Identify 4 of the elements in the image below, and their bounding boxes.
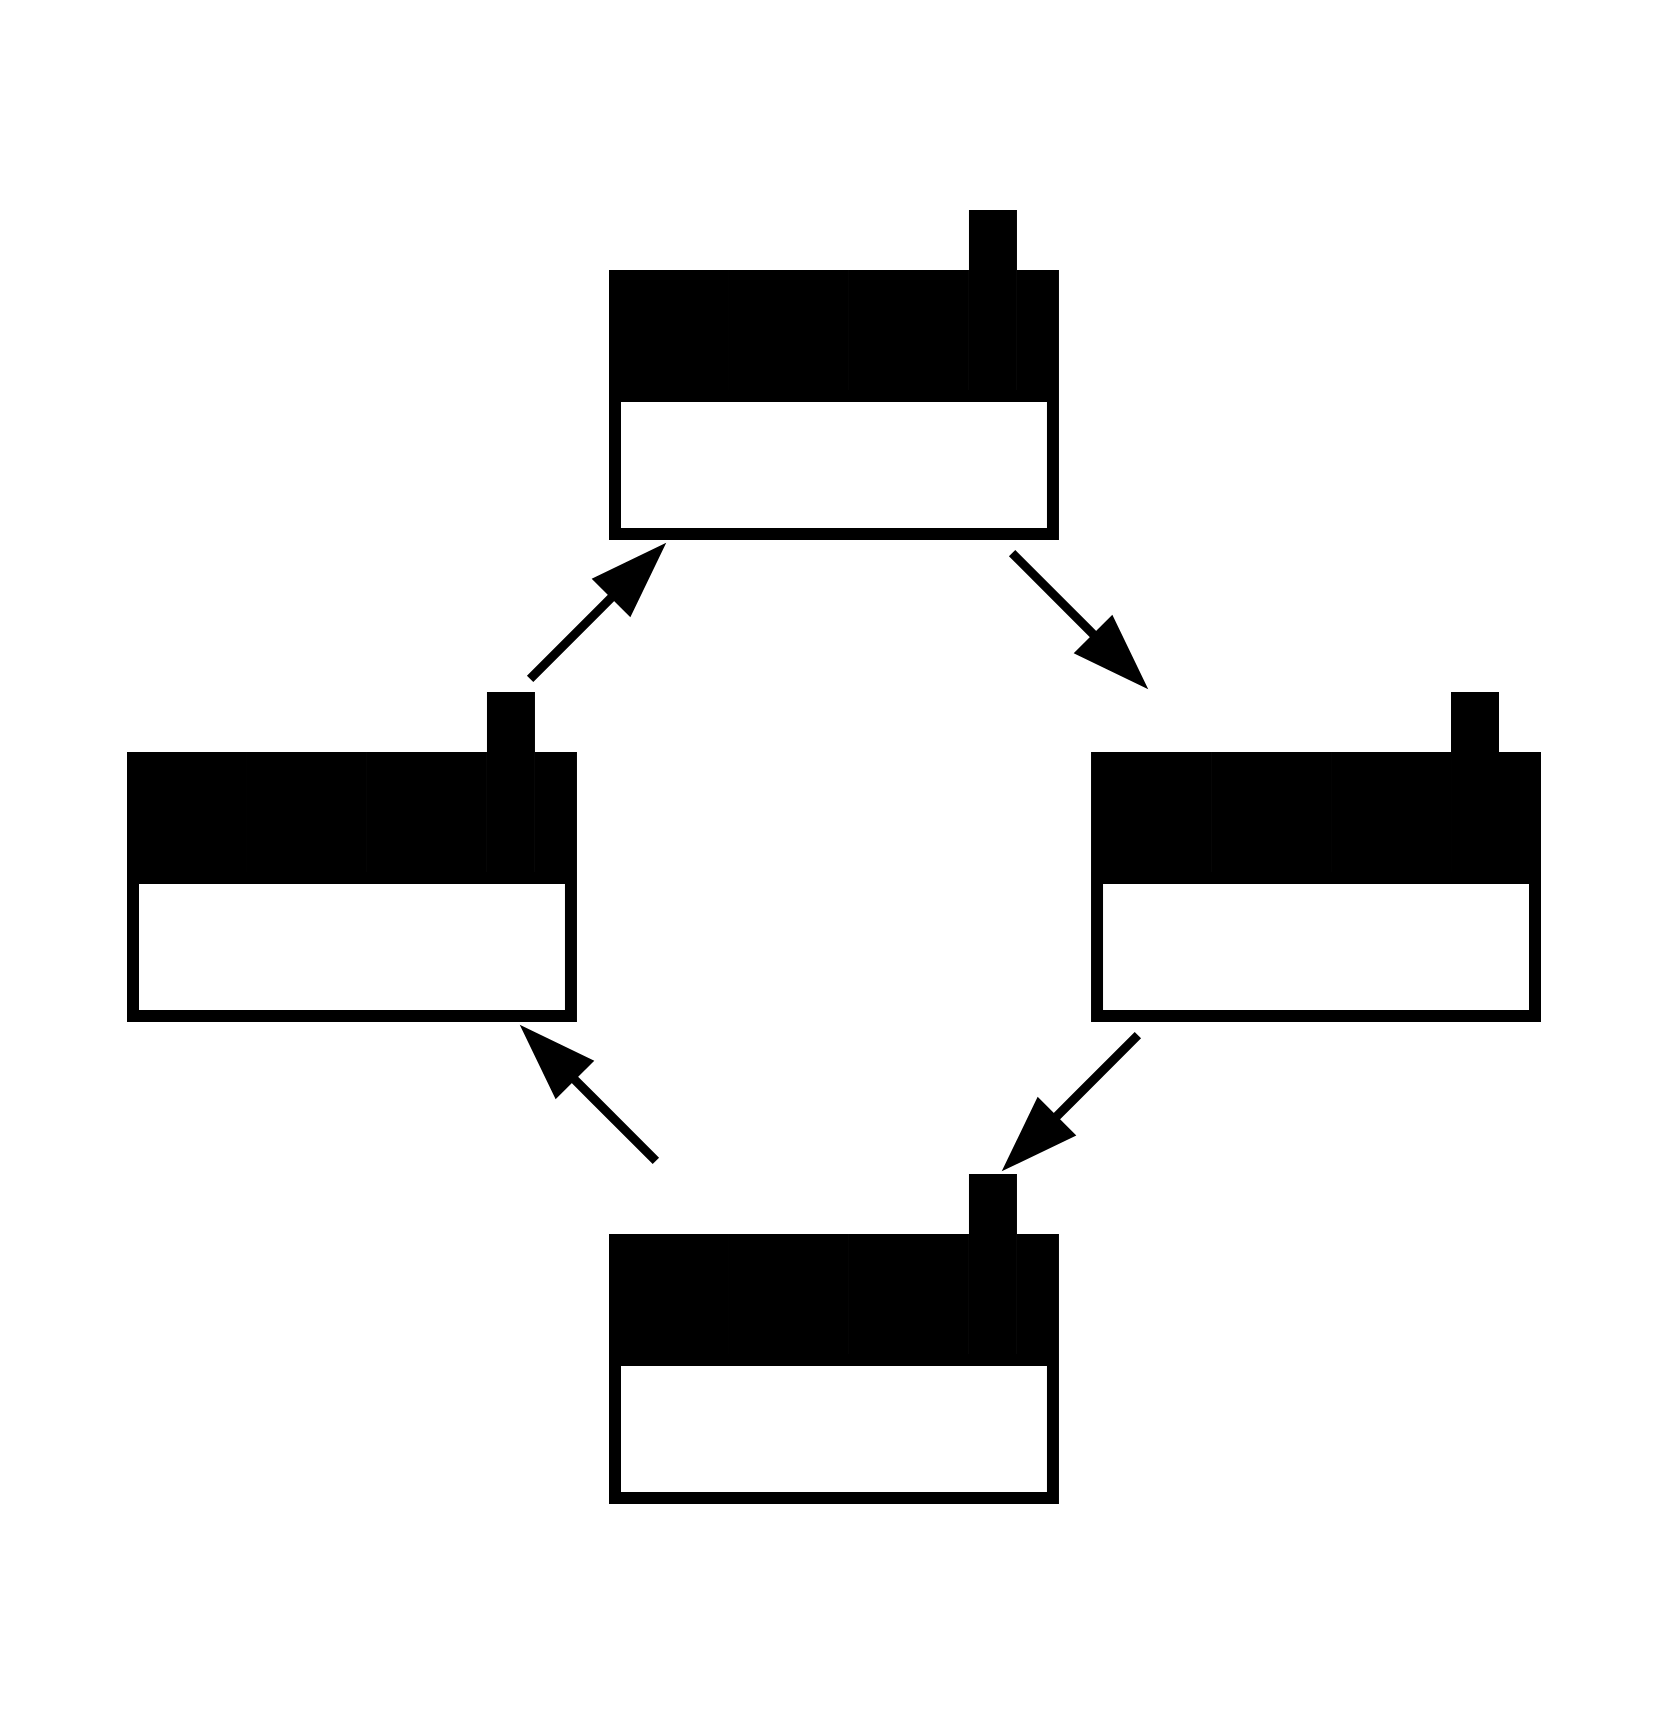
arrow — [1001, 1031, 1141, 1172]
arrow — [526, 542, 666, 683]
arrow — [1008, 549, 1148, 690]
arrow — [519, 1024, 659, 1165]
